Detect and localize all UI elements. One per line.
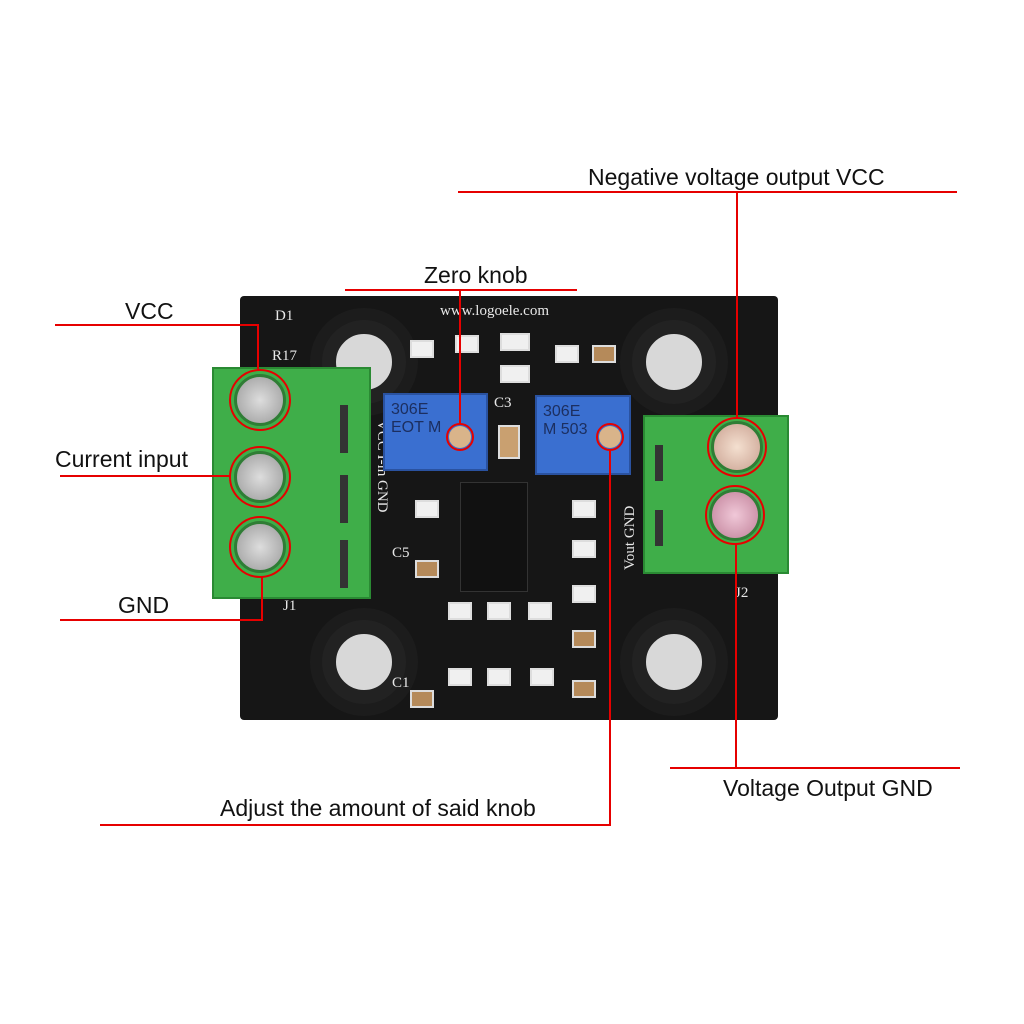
leader-line	[345, 289, 577, 291]
highlight-circle	[705, 485, 765, 545]
label-adjust-knob: Adjust the amount of said knob	[220, 795, 536, 821]
silk-c1: C1	[392, 675, 410, 691]
leader-line	[458, 191, 957, 193]
silk-j2: J2	[735, 585, 749, 601]
terminal-slot	[340, 475, 348, 523]
smd-capacitor	[410, 690, 434, 708]
silk-d1: D1	[275, 308, 294, 324]
ic-chip	[460, 482, 528, 592]
highlight-circle	[446, 423, 474, 451]
smd-resistor	[415, 500, 439, 518]
leader-line	[670, 767, 960, 769]
smd-capacitor	[592, 345, 616, 363]
silk-c5: C5	[392, 545, 410, 561]
highlight-circle	[596, 423, 624, 451]
highlight-circle	[229, 516, 291, 578]
smd-resistor	[448, 602, 472, 620]
smd-resistor	[487, 602, 511, 620]
smd-capacitor	[415, 560, 439, 578]
leader-line	[459, 289, 461, 424]
silk-right-pins: Vout GND	[622, 505, 638, 570]
silk-r17: R17	[272, 348, 298, 364]
smd-capacitor	[572, 630, 596, 648]
smd-capacitor	[572, 680, 596, 698]
leader-line	[55, 324, 259, 326]
smd-resistor	[500, 365, 530, 383]
label-zero-knob: Zero knob	[424, 262, 528, 288]
highlight-circle	[229, 369, 291, 431]
terminal-slot	[655, 445, 663, 481]
smd-resistor	[530, 668, 554, 686]
label-gnd: GND	[118, 592, 170, 618]
smd-resistor	[528, 602, 552, 620]
highlight-circle	[229, 446, 291, 508]
smd-resistor	[410, 340, 434, 358]
mount-hole	[632, 320, 716, 404]
leader-line	[60, 475, 230, 477]
label-vcc: VCC	[125, 298, 174, 324]
leader-line	[735, 545, 737, 768]
zero-potentiometer[interactable]: 306E EOT M	[383, 393, 488, 471]
terminal-slot	[340, 540, 348, 588]
terminal-slot	[340, 405, 348, 453]
terminal-slot	[655, 510, 663, 546]
smd-resistor	[572, 540, 596, 558]
leader-line	[257, 324, 259, 370]
smd-resistor	[500, 333, 530, 351]
smd-resistor	[572, 585, 596, 603]
smd-resistor	[572, 500, 596, 518]
leader-line	[736, 191, 738, 418]
leader-line	[261, 577, 263, 621]
label-current-input: Current input	[55, 446, 188, 472]
capacitor-c3	[498, 425, 520, 459]
smd-resistor	[555, 345, 579, 363]
smd-resistor	[448, 668, 472, 686]
leader-line	[609, 451, 611, 826]
smd-resistor	[455, 335, 479, 353]
smd-resistor	[487, 668, 511, 686]
label-neg-vcc: Negative voltage output VCC	[588, 164, 885, 190]
silk-c3: C3	[494, 395, 512, 411]
highlight-circle	[707, 417, 767, 477]
silk-j1: J1	[283, 598, 297, 614]
board-url: www.logoele.com	[440, 303, 549, 319]
leader-line	[60, 619, 263, 621]
mount-hole	[632, 620, 716, 704]
leader-line	[100, 824, 611, 826]
label-vout-gnd: Voltage Output GND	[723, 775, 933, 801]
